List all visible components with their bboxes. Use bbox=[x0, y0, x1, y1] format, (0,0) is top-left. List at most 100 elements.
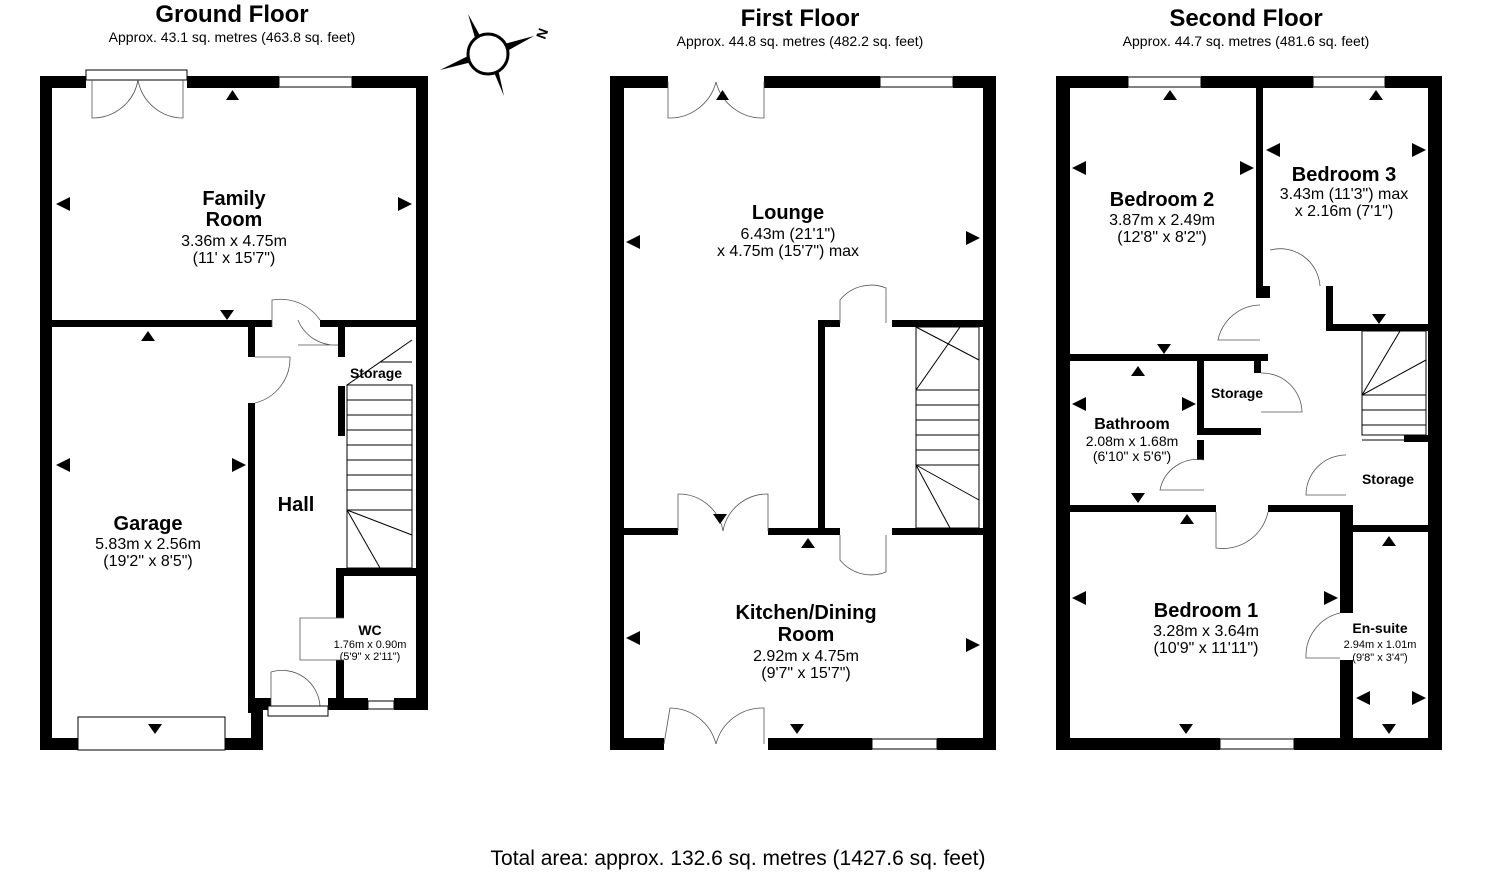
room-dimensions-imperial: x 2.16m (7'1") bbox=[1295, 203, 1394, 220]
door-swing bbox=[254, 356, 291, 404]
arrow-marker bbox=[1240, 161, 1254, 175]
ground-floor-plan bbox=[40, 69, 428, 751]
arrow-marker bbox=[226, 90, 239, 100]
wall bbox=[248, 403, 255, 713]
door-swing bbox=[839, 284, 887, 323]
arrow-marker bbox=[1412, 691, 1426, 705]
wall bbox=[352, 76, 428, 88]
wall bbox=[983, 76, 996, 750]
arrow-marker bbox=[1356, 691, 1370, 705]
wall bbox=[937, 738, 996, 750]
wall bbox=[338, 386, 345, 436]
compass-icon bbox=[440, 14, 534, 96]
wall bbox=[1254, 361, 1261, 373]
wall bbox=[328, 698, 368, 710]
room-dimensions-imperial: (6'10" x 5'6") bbox=[1093, 448, 1171, 464]
room-dimensions: 2.92m x 4.75m bbox=[753, 648, 859, 665]
room-dimensions-imperial: (10'9" x 11'11") bbox=[1154, 640, 1259, 657]
wall bbox=[892, 320, 983, 327]
wall bbox=[768, 528, 840, 535]
door-swing bbox=[1269, 248, 1321, 287]
arrow-marker bbox=[232, 458, 246, 472]
door-swing bbox=[677, 493, 724, 532]
room-name: Storage bbox=[1362, 471, 1414, 487]
wall bbox=[40, 738, 78, 750]
arrow-marker bbox=[1072, 161, 1086, 175]
room-name: Kitchen/Dining bbox=[735, 602, 876, 624]
staircase bbox=[915, 326, 980, 529]
room-dimensions-imperial: (9'8" x 3'4") bbox=[1352, 652, 1407, 664]
door-swing bbox=[1215, 511, 1269, 549]
room-dimensions-imperial: (19'2" x 8'5") bbox=[103, 553, 193, 570]
wall bbox=[1404, 435, 1428, 442]
door-swing bbox=[270, 669, 321, 707]
wall bbox=[336, 568, 344, 618]
wall bbox=[1197, 428, 1261, 435]
wall bbox=[1428, 76, 1442, 750]
room-dimensions: 3.28m x 3.64m bbox=[1153, 623, 1259, 640]
arrow-marker bbox=[1412, 143, 1426, 157]
arrow-marker bbox=[1182, 397, 1196, 411]
wall bbox=[1385, 76, 1442, 88]
arrow-marker bbox=[1369, 90, 1383, 100]
room-name: Storage bbox=[350, 365, 402, 381]
staircase bbox=[1361, 330, 1427, 441]
wall bbox=[40, 76, 52, 750]
room-dimensions-imperial: x 4.75m (15'7") max bbox=[717, 243, 859, 260]
door-swing bbox=[1217, 304, 1261, 341]
room-dimensions: 3.87m x 2.49m bbox=[1109, 212, 1215, 229]
room-dimensions-imperial: (12'8" x 8'2") bbox=[1117, 229, 1207, 246]
arrow-marker bbox=[1163, 90, 1177, 100]
wall bbox=[1201, 76, 1313, 88]
arrow-marker bbox=[1324, 591, 1338, 605]
wall bbox=[1326, 286, 1333, 328]
second-floor-plan bbox=[1056, 76, 1442, 750]
arrow-marker bbox=[1131, 493, 1145, 503]
wall bbox=[1256, 88, 1263, 298]
arrow-marker bbox=[398, 197, 412, 211]
room-dimensions: 6.43m (21'1") bbox=[741, 226, 836, 243]
total-area: Total area: approx. 132.6 sq. metres (14… bbox=[491, 847, 986, 870]
door-swing bbox=[137, 79, 184, 119]
window bbox=[879, 76, 954, 88]
wall bbox=[624, 528, 678, 535]
wall bbox=[1070, 354, 1268, 361]
window bbox=[1127, 76, 1202, 88]
arrow-marker bbox=[1072, 591, 1086, 605]
arrow-marker bbox=[626, 235, 640, 249]
arrow-marker bbox=[801, 538, 815, 548]
arrow-marker bbox=[148, 724, 162, 734]
window bbox=[278, 76, 353, 88]
wall bbox=[892, 528, 983, 535]
wall bbox=[1340, 660, 1353, 750]
door-swing bbox=[1260, 372, 1303, 413]
room-name: Room bbox=[778, 624, 835, 646]
wall bbox=[1056, 76, 1070, 750]
room-name: Bathroom bbox=[1094, 416, 1170, 433]
arrow-marker bbox=[1382, 724, 1396, 734]
wall bbox=[818, 320, 840, 327]
room-dimensions: 2.94m x 1.01m bbox=[1344, 639, 1417, 651]
arrow-marker bbox=[56, 458, 70, 472]
arrow-marker bbox=[966, 638, 980, 652]
arrow-marker bbox=[1382, 536, 1396, 546]
window bbox=[871, 738, 938, 750]
arrow-marker bbox=[966, 231, 980, 245]
room-dimensions-imperial: (9'7" x 15'7") bbox=[761, 665, 851, 682]
wall bbox=[1197, 440, 1204, 460]
arrow-marker bbox=[713, 514, 727, 524]
wall bbox=[52, 320, 272, 327]
door-swing bbox=[1305, 612, 1341, 659]
wall bbox=[336, 660, 344, 710]
arrow-marker bbox=[56, 197, 70, 211]
room-name: Bedroom 2 bbox=[1110, 189, 1214, 211]
room-name: Hall bbox=[278, 494, 315, 516]
door-swing bbox=[91, 79, 139, 119]
door-swing bbox=[722, 493, 769, 532]
door-swing bbox=[1159, 459, 1205, 491]
wall bbox=[1346, 525, 1428, 532]
wall bbox=[40, 76, 86, 88]
door-swing bbox=[715, 81, 765, 119]
window bbox=[367, 700, 395, 710]
room-name: En-suite bbox=[1352, 620, 1407, 636]
